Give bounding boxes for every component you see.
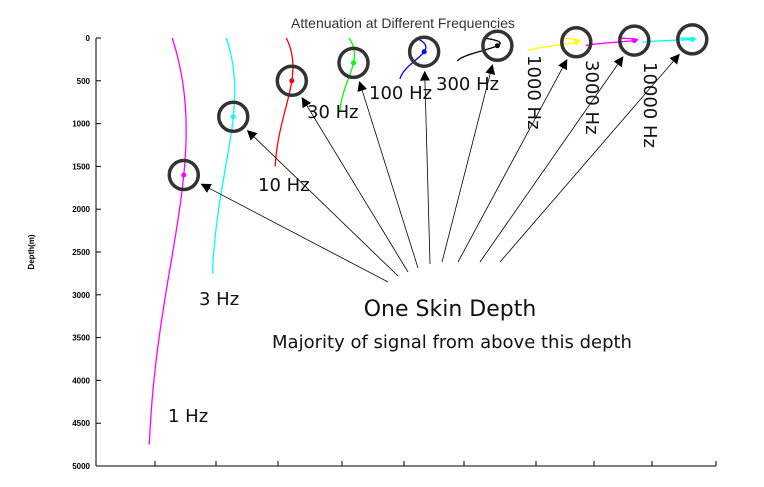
- skin-depth-circle: [275, 64, 309, 98]
- y-axis-label: Depth(m): [27, 234, 36, 269]
- y-tick-label: 4500: [72, 419, 90, 428]
- series-label: 3 Hz: [199, 289, 239, 310]
- skin-depth-arrow: [499, 53, 680, 263]
- skin-depth-circle: [167, 158, 201, 192]
- series-label: 1 Hz: [168, 406, 208, 427]
- y-tick-label: 2000: [72, 205, 90, 214]
- skin-depth-arrow: [246, 129, 399, 277]
- series-line: [211, 37, 236, 274]
- skin-depth-point: [289, 78, 295, 84]
- y-tick-label: 2500: [72, 248, 90, 257]
- series-label: 10000 Hz: [639, 62, 660, 148]
- series-label: 100 Hz: [369, 83, 432, 104]
- annotation-main: One Skin Depth: [364, 297, 537, 322]
- y-tick-label: 1500: [72, 162, 90, 171]
- y-ticks: 0 500 1000 1500 2000 2500 3000 3500 4000 4500 5000: [72, 34, 101, 471]
- series-line: [399, 37, 427, 80]
- y-tick-label: 3000: [72, 291, 90, 300]
- skin-depth-arrow: [357, 80, 419, 269]
- series-label: 10 Hz: [258, 175, 310, 196]
- series-line: [585, 37, 639, 47]
- skin-depth-circle: [217, 100, 250, 134]
- skin-depth-arrow: [200, 183, 389, 283]
- skin-depth-circle: [337, 46, 370, 80]
- series-label: 30 Hz: [307, 102, 359, 123]
- skin-depth-arrow: [441, 64, 496, 263]
- series-line: [148, 37, 187, 445]
- series-line: [642, 37, 697, 43]
- skin-depth-point: [230, 114, 236, 120]
- skin-depth-arrow: [419, 70, 431, 265]
- skin-depth-point: [631, 38, 637, 44]
- series-label: 300 Hz: [436, 74, 499, 95]
- skin-depth-circle: [618, 24, 651, 57]
- y-tick-label: 5000: [72, 462, 90, 471]
- skin-depth-arrows: [200, 53, 680, 283]
- skin-depth-arrow: [479, 56, 624, 263]
- skin-depth-point: [573, 39, 579, 45]
- x-ticks: [95, 461, 717, 466]
- series-line: [456, 37, 501, 62]
- skin-depth-point: [181, 172, 187, 178]
- series-label: 1000 Hz: [523, 55, 544, 130]
- skin-depth-circle: [407, 35, 441, 68]
- series-line: [527, 37, 581, 52]
- y-tick-label: 4000: [72, 376, 90, 385]
- skin-depth-circle: [676, 23, 709, 56]
- skin-depth-circle: [481, 29, 514, 62]
- skin-depth-arrow: [457, 59, 568, 263]
- annotation-sub: Majority of signal from above this depth: [272, 332, 632, 353]
- series-line: [339, 37, 356, 112]
- y-tick-label: 500: [77, 77, 91, 86]
- series-label: 3000 Hz: [581, 60, 602, 135]
- skin-depth-markers: [167, 23, 709, 192]
- chart-title: Attenuation at Different Frequencies: [291, 15, 515, 31]
- series-line: [274, 37, 294, 167]
- skin-depth-point: [494, 43, 500, 49]
- skin-depth-circle: [560, 26, 593, 59]
- skin-depth-point: [689, 36, 695, 42]
- skin-depth-point: [421, 49, 427, 55]
- y-tick-label: 1000: [72, 120, 90, 129]
- skin-depth-arrow: [301, 97, 409, 273]
- y-tick-label: 3500: [72, 334, 90, 343]
- y-tick-label: 0: [86, 34, 91, 43]
- skin-depth-point: [351, 60, 357, 66]
